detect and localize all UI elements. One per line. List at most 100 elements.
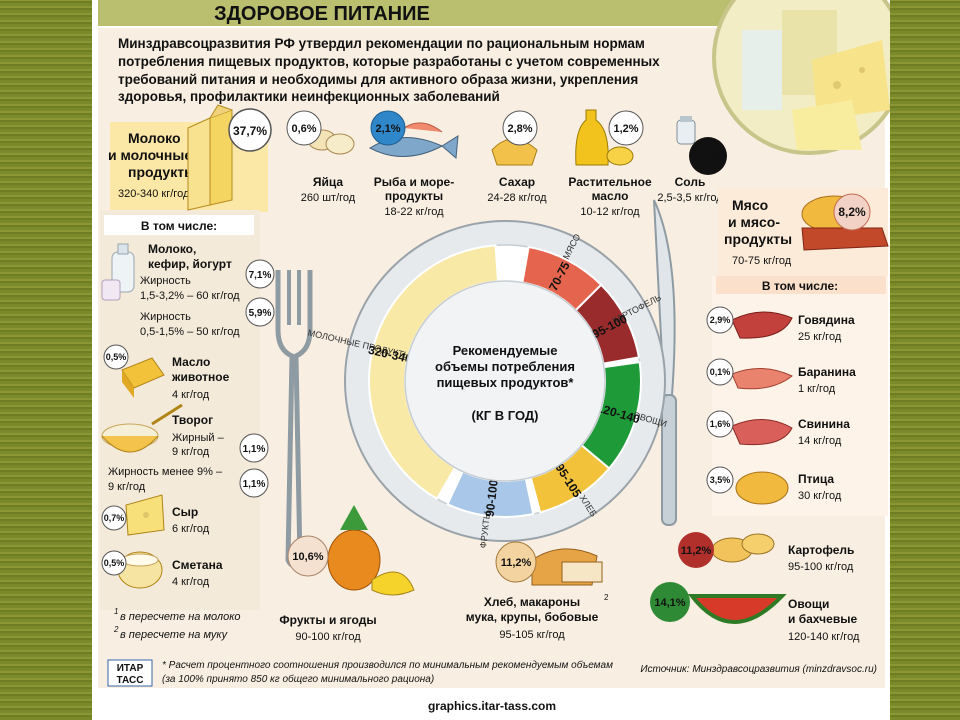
bottom-product-potatoes: 11,2% Картофель 95-100 кг/год [678,532,854,573]
meat-item-lamb: 0,1% Баранина 1 кг/год [706,358,856,395]
svg-text:продукты: продукты [724,231,792,247]
svg-text:0,5-1,5% – 50 кг/год: 0,5-1,5% – 50 кг/год [140,326,240,338]
source-note: Источник: Минздравсоцразвития (minzdravs… [640,664,877,675]
cottage-cheese-icon [101,403,183,453]
svg-text:120-140 кг/год: 120-140 кг/год [788,631,860,643]
svg-text:ИТАР: ИТАР [117,663,144,674]
svg-text:1,6%: 1,6% [710,419,731,429]
dairy-item-milk: Молоко, кефир, йогурт Жирность 1,5-3,2% … [101,242,275,302]
knife-icon [653,199,677,526]
svg-text:8,2%: 8,2% [838,205,866,219]
svg-text:продукты: продукты [128,164,196,180]
lamb-icon [731,368,793,390]
bottom-product-fruits: 10,6% Фрукты и ягоды 90-100 кг/год [279,505,415,643]
svg-text:Свинина: Свинина [798,417,850,431]
svg-text:Птица: Птица [798,472,834,486]
intro-text: Минздравсоцразвития РФ утвердил рекоменд… [118,36,660,104]
footnotes: 1 в пересчете на молоко 2 в пересчете на… [113,607,241,641]
cheese-icon [125,494,165,536]
dairy-item-cottage-cheese-low-fat: Жирность менее 9% – 9 кг/год 1,1% [108,466,269,498]
top-product-sugar: 2,8% Сахар 24-28 кг/год [487,110,547,204]
svg-text:1,1%: 1,1% [243,444,266,455]
top-product-fish: 2,1% Рыба и море- продукты 18-22 кг/год [368,110,459,218]
svg-text:2,1%: 2,1% [375,123,400,135]
svg-text:кефир, йогурт: кефир, йогурт [148,257,232,271]
svg-text:14,1%: 14,1% [654,597,685,609]
svg-text:0,7%: 0,7% [104,513,125,523]
svg-text:4 кг/год: 4 кг/год [172,389,210,401]
svg-text:Баранина: Баранина [798,365,856,379]
meat-subheading: В том числе: [716,276,886,294]
svg-text:2: 2 [113,625,119,634]
svg-text:0,5%: 0,5% [104,558,125,568]
svg-text:2,8%: 2,8% [507,123,532,135]
dairy-item-butter: 0,5% Масло животное 4 кг/год [103,344,230,401]
svg-text:Жирный –: Жирный – [172,432,225,444]
svg-text:Яйца: Яйца [313,175,344,189]
plate-segments: МЯСО70-75КАРТОФЕЛЬ95-100ОВОЩИ120-140ХЛЕБ… [307,232,668,549]
svg-text:260 шт/год: 260 шт/год [301,192,356,204]
itar-tass-logo: ИТАР ТАСС [107,659,153,687]
top-product-eggs: 0,6% Яйца 260 шт/год [286,110,356,204]
svg-text:масло: масло [592,189,629,203]
svg-text:1,2%: 1,2% [613,123,638,135]
page-title: ЗДОРОВОЕ ПИТАНИЕ [214,3,430,25]
svg-text:24-28 кг/год: 24-28 кг/год [487,192,547,204]
meat-item-beef: 2,9% Говядина 25 кг/год [706,306,855,343]
svg-text:Молоко: Молоко [128,130,181,146]
butter-icon [121,357,165,398]
svg-text:Творог: Творог [172,413,213,427]
svg-text:В том числе:: В том числе: [141,219,217,233]
svg-text:* Расчет процентного соотношен: * Расчет процентного соотношения произво… [162,659,613,671]
svg-text:Рыба и море-: Рыба и море- [374,175,454,189]
svg-text:1,1%: 1,1% [243,479,266,490]
svg-text:и бахчевые: и бахчевые [788,612,857,626]
milk-carton-icon [187,104,233,211]
salt-shaker-icon [676,116,696,145]
svg-text:30 кг/год: 30 кг/год [798,490,842,502]
svg-text:Говядина: Говядина [798,313,855,327]
svg-text:9 кг/год: 9 кг/год [108,481,146,493]
svg-text:(КГ В ГОД): (КГ В ГОД) [472,408,539,423]
svg-text:Сыр: Сыр [172,505,198,519]
svg-text:Сметана: Сметана [172,558,223,572]
dairy-share-badge: 37,7% [228,108,272,152]
svg-text:95-105 кг/год: 95-105 кг/год [499,629,565,641]
meat-item-poultry: 3,5% Птица 30 кг/год [706,466,842,505]
svg-text:животное: животное [171,370,230,384]
svg-text:6 кг/год: 6 кг/год [172,523,210,535]
svg-text:и молочные: и молочные [108,147,192,163]
svg-text:11,2%: 11,2% [681,545,712,557]
svg-text:Картофель: Картофель [788,543,854,557]
steak-icon [731,311,793,339]
bread-icon [531,548,603,586]
svg-text:25 кг/год: 25 кг/год [798,331,842,343]
pork-icon [731,418,793,446]
svg-text:Сахар: Сахар [499,175,535,189]
svg-text:11,2%: 11,2% [501,557,532,569]
watermelon-icon [687,594,787,624]
top-product-salt: 0,3% Соль 2,5-3,5 кг/год [657,116,727,204]
svg-text:потребления пищевых продуктов,: потребления пищевых продуктов, которые р… [118,54,660,69]
infographic-page: ЗДОРОВОЕ ПИТАНИЕ Минздравсоцразвития РФ … [92,0,890,720]
plate-segment-label: ФРУКТЫ [478,511,492,549]
plate: МЯСО70-75КАРТОФЕЛЬ95-100ОВОЩИ120-140ХЛЕБ… [307,220,668,549]
milk-bottle-icon [101,243,135,301]
svg-text:5,9%: 5,9% [249,308,272,319]
plate-segment-value: 90-100 [483,479,501,518]
bottom-product-bread: 11,2% Хлеб, макароны 2 мука, крупы, бобо… [466,541,609,641]
svg-text:Жирность менее 9% –: Жирность менее 9% – [108,466,223,478]
svg-text:37,7%: 37,7% [233,124,267,138]
bottom-product-vegetables: 14,1% Овощи и бахчевые 120-140 кг/год [650,582,860,643]
svg-text:9 кг/год: 9 кг/год [172,446,210,458]
milk-cheese-photo [712,0,890,155]
svg-text:14 кг/год: 14 кг/год [798,435,842,447]
svg-text:2,9%: 2,9% [710,315,731,325]
svg-text:2,5-3,5 кг/год: 2,5-3,5 кг/год [657,192,723,204]
svg-text:7,1%: 7,1% [249,270,272,281]
svg-text:4 кг/год: 4 кг/год [172,576,210,588]
svg-text:70-75 кг/год: 70-75 кг/год [732,255,792,267]
svg-text:0,3%: 0,3% [695,151,720,163]
svg-text:и мясо-: и мясо- [728,214,780,230]
svg-text:продукты: продукты [385,189,443,203]
